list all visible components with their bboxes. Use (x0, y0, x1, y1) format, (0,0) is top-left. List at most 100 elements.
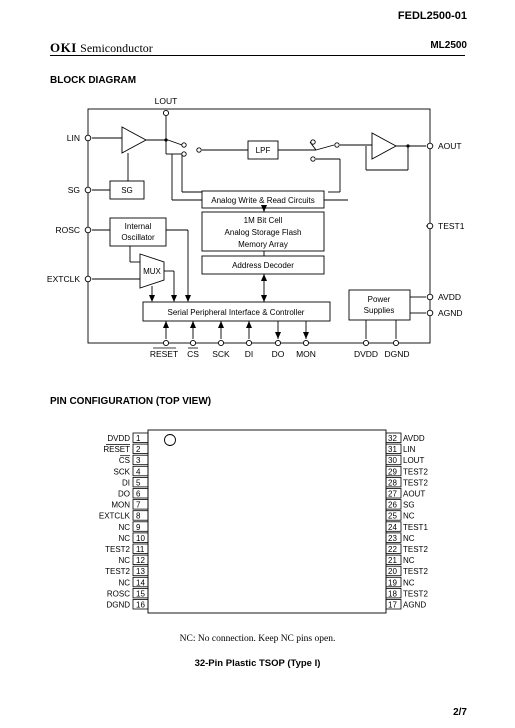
pin-box-left (132, 543, 149, 554)
label-lout: LOUT (155, 96, 178, 106)
brand-semiconductor: Semiconductor (80, 41, 153, 55)
pin-name: MON (111, 501, 130, 510)
brand-logo: OKI Semiconductor (50, 40, 153, 56)
document-code: FEDL2500-01 (397, 10, 467, 22)
pin-number: 13 (136, 567, 145, 576)
pin-avdd (426, 293, 434, 301)
label-mon: MON (296, 349, 316, 359)
pin-box-left (132, 565, 149, 577)
pin-number: 25 (388, 512, 397, 521)
pin-box-right (385, 454, 402, 466)
pin-box-right (385, 477, 402, 488)
pin-number: 9 (136, 523, 141, 532)
pin-box-left (132, 488, 149, 499)
pin-box-right (385, 499, 402, 510)
pin-number: 3 (136, 456, 141, 465)
pin-lin (84, 134, 92, 142)
package-outline (147, 429, 387, 614)
label-extclk: EXTCLK (47, 274, 80, 284)
pin-box-left (132, 576, 149, 588)
block-analog-rw: Analog Write & Read Circuits (211, 196, 314, 205)
pin-name: SCK (114, 467, 131, 476)
pin-name: TEST2 (105, 545, 130, 554)
block-power-line1: Power (368, 295, 391, 304)
pin-name: TEST2 (105, 567, 130, 576)
pin-number: 30 (388, 456, 397, 465)
label-lin: LIN (67, 133, 80, 143)
pin-box-right (385, 488, 402, 499)
label-reset: RESET (150, 349, 178, 359)
block-osc-line1: Internal (125, 222, 152, 231)
header-rule (50, 55, 465, 56)
pin-name: TEST2 (403, 589, 428, 598)
nc-note: NC: No connection. Keep NC pins open. (179, 634, 336, 644)
label-sck: SCK (212, 349, 230, 359)
pin-name: DVDD (107, 434, 130, 443)
pin-agnd (426, 309, 434, 317)
pin1-marker (164, 434, 176, 446)
pin-box-left (132, 599, 149, 610)
pin-box-right (385, 521, 402, 532)
block-flash-line3: Memory Array (238, 240, 288, 249)
block-diagram-title: BLOCK DIAGRAM (50, 75, 137, 86)
label-agnd: AGND (438, 308, 463, 318)
pin-box-right (385, 599, 402, 610)
pin-name: NC (118, 578, 130, 587)
label-rosc: ROSC (55, 225, 80, 235)
pin-box-left (132, 477, 149, 488)
label-dvdd: DVDD (354, 349, 378, 359)
pin-name: TEST1 (403, 523, 428, 532)
pin-box-right (385, 432, 402, 443)
block-address-decoder: Address Decoder (232, 261, 294, 270)
pin-number: 32 (388, 434, 397, 443)
pin-number: 20 (388, 567, 397, 576)
pin-name: NC (403, 578, 415, 587)
pin-name: DO (118, 490, 130, 499)
pin-number: 22 (388, 545, 397, 554)
pin-name: LIN (403, 445, 416, 454)
pin-name: AOUT (403, 490, 425, 499)
block-serial-controller: Serial Peripheral Interface & Controller (168, 308, 305, 317)
pin-box-left (132, 554, 149, 566)
pin-configuration: 1DVDD2RESET3CS4SCK5DI6DO7MON8EXTCLK9NC10… (99, 429, 428, 614)
pin-extclk (84, 275, 92, 283)
pin-name: TEST2 (403, 545, 428, 554)
pin-number: 8 (136, 512, 141, 521)
pin-lout (162, 109, 170, 117)
pin-box-right (385, 532, 402, 543)
pin-name: LOUT (403, 456, 424, 465)
pin-box-left (132, 532, 149, 543)
block-mux: MUX (143, 267, 161, 276)
pin-name: ROSC (107, 589, 130, 598)
label-do: DO (272, 349, 285, 359)
label-avdd: AVDD (438, 292, 461, 302)
pin-name: NC (403, 556, 415, 565)
pin-number: 28 (388, 478, 397, 487)
block-lpf: LPF (256, 146, 271, 155)
pin-box-right (385, 587, 402, 599)
page-number: 2/7 (453, 707, 467, 718)
pin-box-right (385, 576, 402, 588)
package-caption: 32-Pin Plastic TSOP (Type I) (194, 658, 321, 669)
pin-box-left (132, 454, 149, 466)
label-aout: AOUT (438, 141, 462, 151)
pin-box-right (385, 543, 402, 554)
brand-oki: OKI (50, 40, 77, 55)
pin-name: DGND (106, 601, 130, 610)
pin-number: 21 (388, 556, 397, 565)
pin-number: 26 (388, 501, 397, 510)
pin-number: 6 (136, 490, 141, 499)
pin-aout (426, 142, 434, 150)
pin-name: RESET (103, 445, 130, 454)
pin-config-title: PIN CONFIGURATION (TOP VIEW) (50, 396, 212, 407)
pin-number: 2 (136, 445, 141, 454)
pin-number: 17 (388, 601, 397, 610)
label-di: DI (245, 349, 254, 359)
pin-number: 19 (388, 578, 397, 587)
pin-box-left (132, 587, 149, 599)
pin-name: TEST2 (403, 567, 428, 576)
pin-number: 1 (136, 434, 141, 443)
pin-box-right (385, 565, 402, 577)
block-flash-line2: Analog Storage Flash (225, 228, 302, 237)
